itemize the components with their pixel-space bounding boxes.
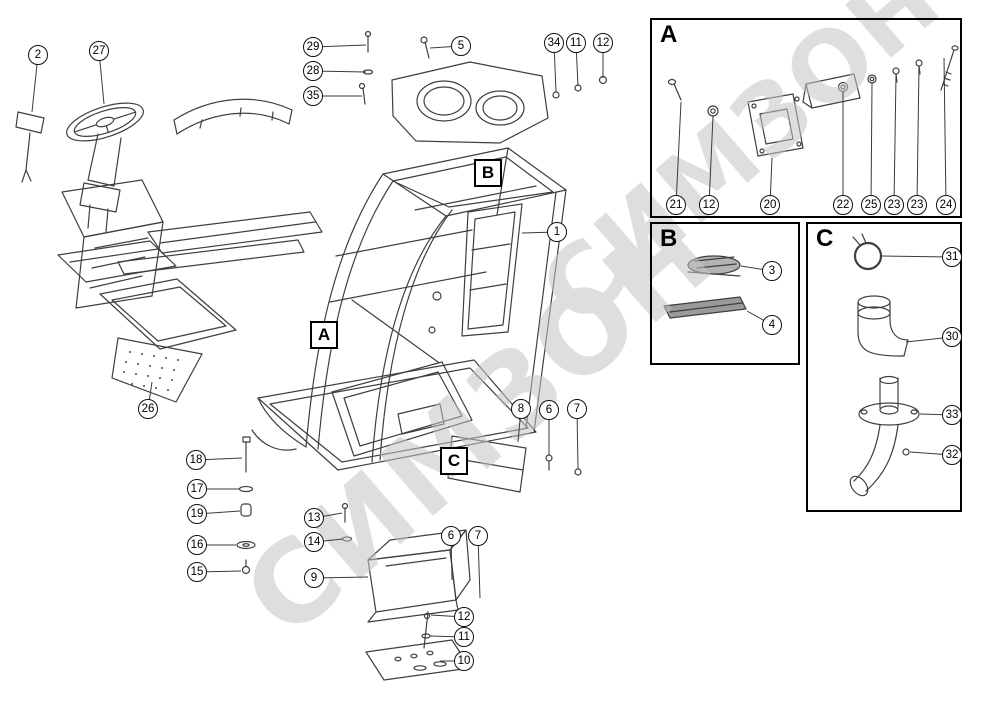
leader-line xyxy=(195,457,243,461)
leader-line xyxy=(521,231,558,234)
leader-line xyxy=(943,57,947,206)
section-marker-c: C xyxy=(440,447,468,475)
leader-line xyxy=(312,70,367,73)
leader-line xyxy=(98,50,105,105)
leader-line xyxy=(916,66,920,206)
inset-panel-b: B xyxy=(650,222,800,365)
leader-line xyxy=(31,54,39,113)
leader-line xyxy=(450,535,453,581)
leader-line xyxy=(313,512,343,519)
panel-a-label: A xyxy=(660,21,678,48)
section-marker-b: B xyxy=(474,159,502,187)
leader-line xyxy=(708,115,714,206)
leader-line xyxy=(870,83,873,206)
leader-line xyxy=(196,570,242,573)
leader-line xyxy=(313,538,344,543)
leader-line xyxy=(517,408,522,443)
leader-line xyxy=(881,255,953,258)
leader-line xyxy=(429,45,462,49)
leader-line xyxy=(575,42,579,87)
leader-line xyxy=(430,614,465,618)
leader-line xyxy=(675,101,682,206)
leader-line xyxy=(576,408,579,470)
panel-c-label: C xyxy=(816,225,834,252)
leader-line xyxy=(893,74,897,206)
leader-line xyxy=(147,381,153,410)
panel-b-label: B xyxy=(660,225,678,252)
leader-line xyxy=(313,576,369,579)
steering-wheel-drawing xyxy=(66,102,144,142)
inset-panel-a: A xyxy=(650,18,962,218)
leader-line xyxy=(477,535,481,599)
section-marker-a: A xyxy=(310,321,338,349)
leader-line xyxy=(429,635,465,638)
floor-mesh-dots xyxy=(123,351,179,391)
leader-line xyxy=(312,44,367,48)
leader-line xyxy=(553,42,557,93)
leader-line xyxy=(196,510,241,515)
inset-panel-c: C xyxy=(806,222,962,512)
